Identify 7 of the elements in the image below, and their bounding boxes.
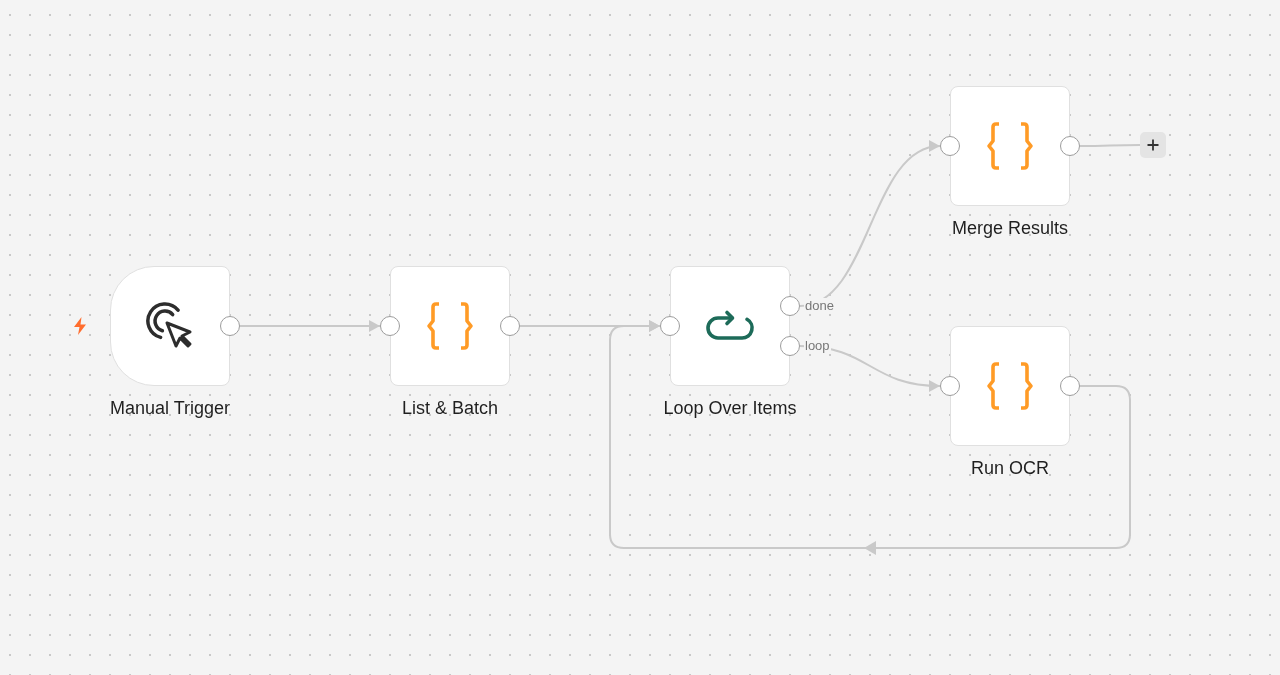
edge-label: loop bbox=[804, 338, 831, 354]
node-label: Loop Over Items bbox=[663, 397, 797, 419]
node-label: Merge Results bbox=[951, 217, 1068, 239]
add-step-button bbox=[1140, 132, 1166, 158]
node-label: List & Batch bbox=[401, 397, 498, 419]
node-label: Manual Trigger bbox=[109, 397, 231, 419]
node-label: Run OCR bbox=[971, 457, 1049, 479]
